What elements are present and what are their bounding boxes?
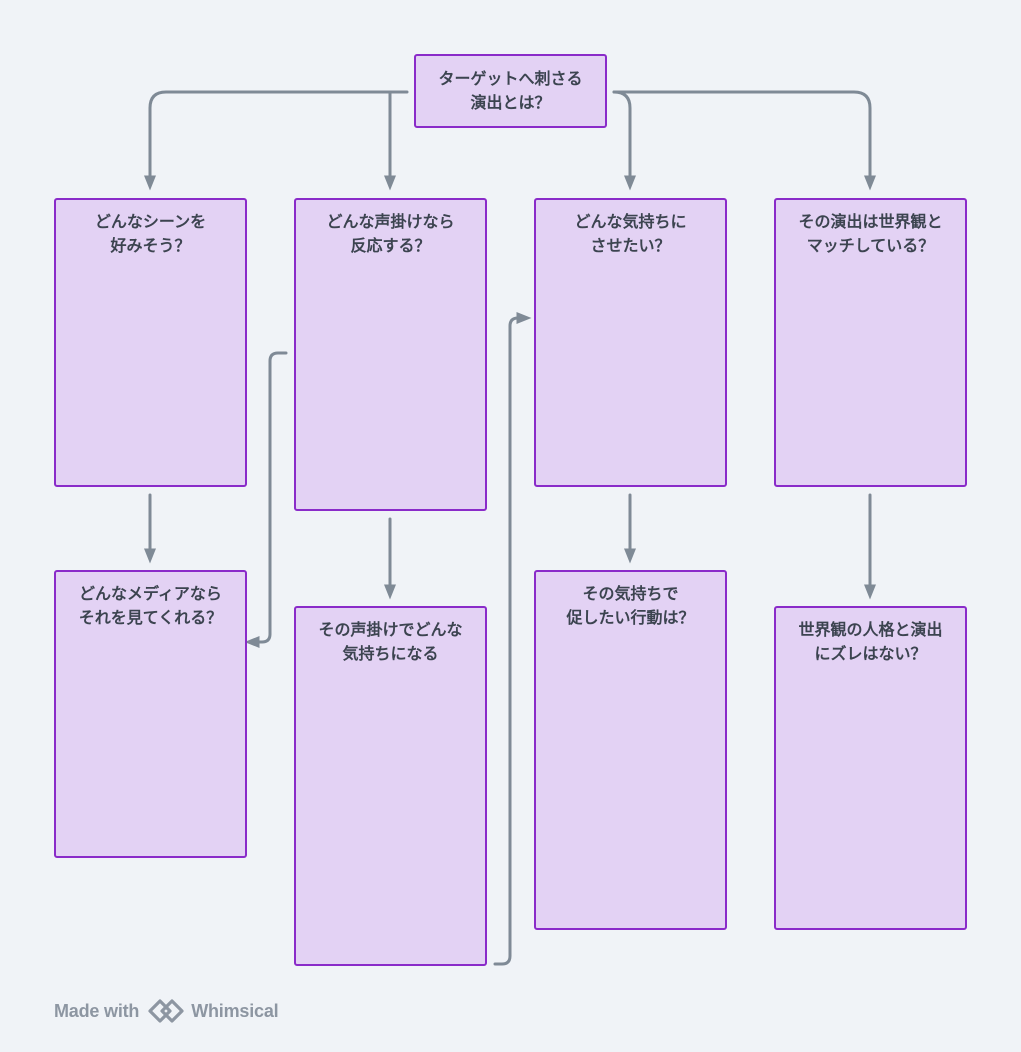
root-node-label-line-2: 演出とは？: [470, 93, 551, 112]
voice-call-label-line-1: どんな声掛けなら: [326, 212, 455, 231]
connector-voice-to-media: [244, 351, 288, 648]
media-label-line-2: それを見てくれる？: [78, 608, 223, 627]
worldview-match-label-line-1: その演出は世界観と: [798, 212, 943, 231]
whimsical-logo-icon: [147, 998, 185, 1024]
voice-emotion-node[interactable]: その声掛けでどんな 気持ちになる: [294, 606, 487, 966]
prompted-action-label-line-1: その気持ちで: [582, 584, 679, 603]
voice-call-node[interactable]: どんな声掛けなら 反応する？: [294, 198, 487, 511]
connector-emotion-to-feeling: [493, 312, 532, 966]
prompted-action-node[interactable]: その気持ちで 促したい行動は？: [534, 570, 727, 930]
voice-call-label-line-2: 反応する？: [350, 236, 431, 255]
connector-root-to-feeling: [612, 90, 636, 191]
desired-feeling-label-line-2: させたい？: [590, 236, 671, 255]
connector-root-to-worldview: [612, 90, 876, 191]
scene-preference-label-line-1: どんなシーンを: [94, 212, 207, 231]
desired-feeling-node[interactable]: どんな気持ちに させたい？: [534, 198, 727, 487]
desired-feeling-label-line-1: どんな気持ちに: [574, 212, 687, 231]
persona-gap-node[interactable]: 世界観の人格と演出 にズレはない？: [774, 606, 967, 930]
connector-root-to-scene: [144, 90, 409, 191]
watermark-brand: Whimsical: [191, 1000, 279, 1021]
prompted-action-label-line-2: 促したい行動は？: [566, 608, 695, 627]
scene-preference-label-line-2: 好みそう？: [110, 236, 191, 255]
media-node[interactable]: どんなメディアなら それを見てくれる？: [54, 570, 247, 858]
voice-emotion-label-line-1: その声掛けでどんな: [318, 620, 463, 639]
persona-gap-label-line-2: にズレはない？: [814, 644, 927, 663]
scene-preference-node[interactable]: どんなシーンを 好みそう？: [54, 198, 247, 487]
made-with-whimsical-watermark[interactable]: Made with Whimsical: [54, 996, 279, 1026]
persona-gap-label-line-1: 世界観の人格と演出: [798, 620, 943, 639]
media-label-line-1: どんなメディアなら: [79, 584, 222, 603]
worldview-match-node[interactable]: その演出は世界観と マッチしている？: [774, 198, 967, 487]
worldview-match-label-line-2: マッチしている？: [806, 236, 935, 255]
root-node[interactable]: ターゲットへ刺さる 演出とは？: [414, 54, 607, 128]
root-node-label-line-1: ターゲットへ刺さる: [438, 69, 583, 88]
watermark-prefix: Made with: [54, 1000, 140, 1021]
voice-emotion-label-line-2: 気持ちになる: [342, 644, 439, 663]
